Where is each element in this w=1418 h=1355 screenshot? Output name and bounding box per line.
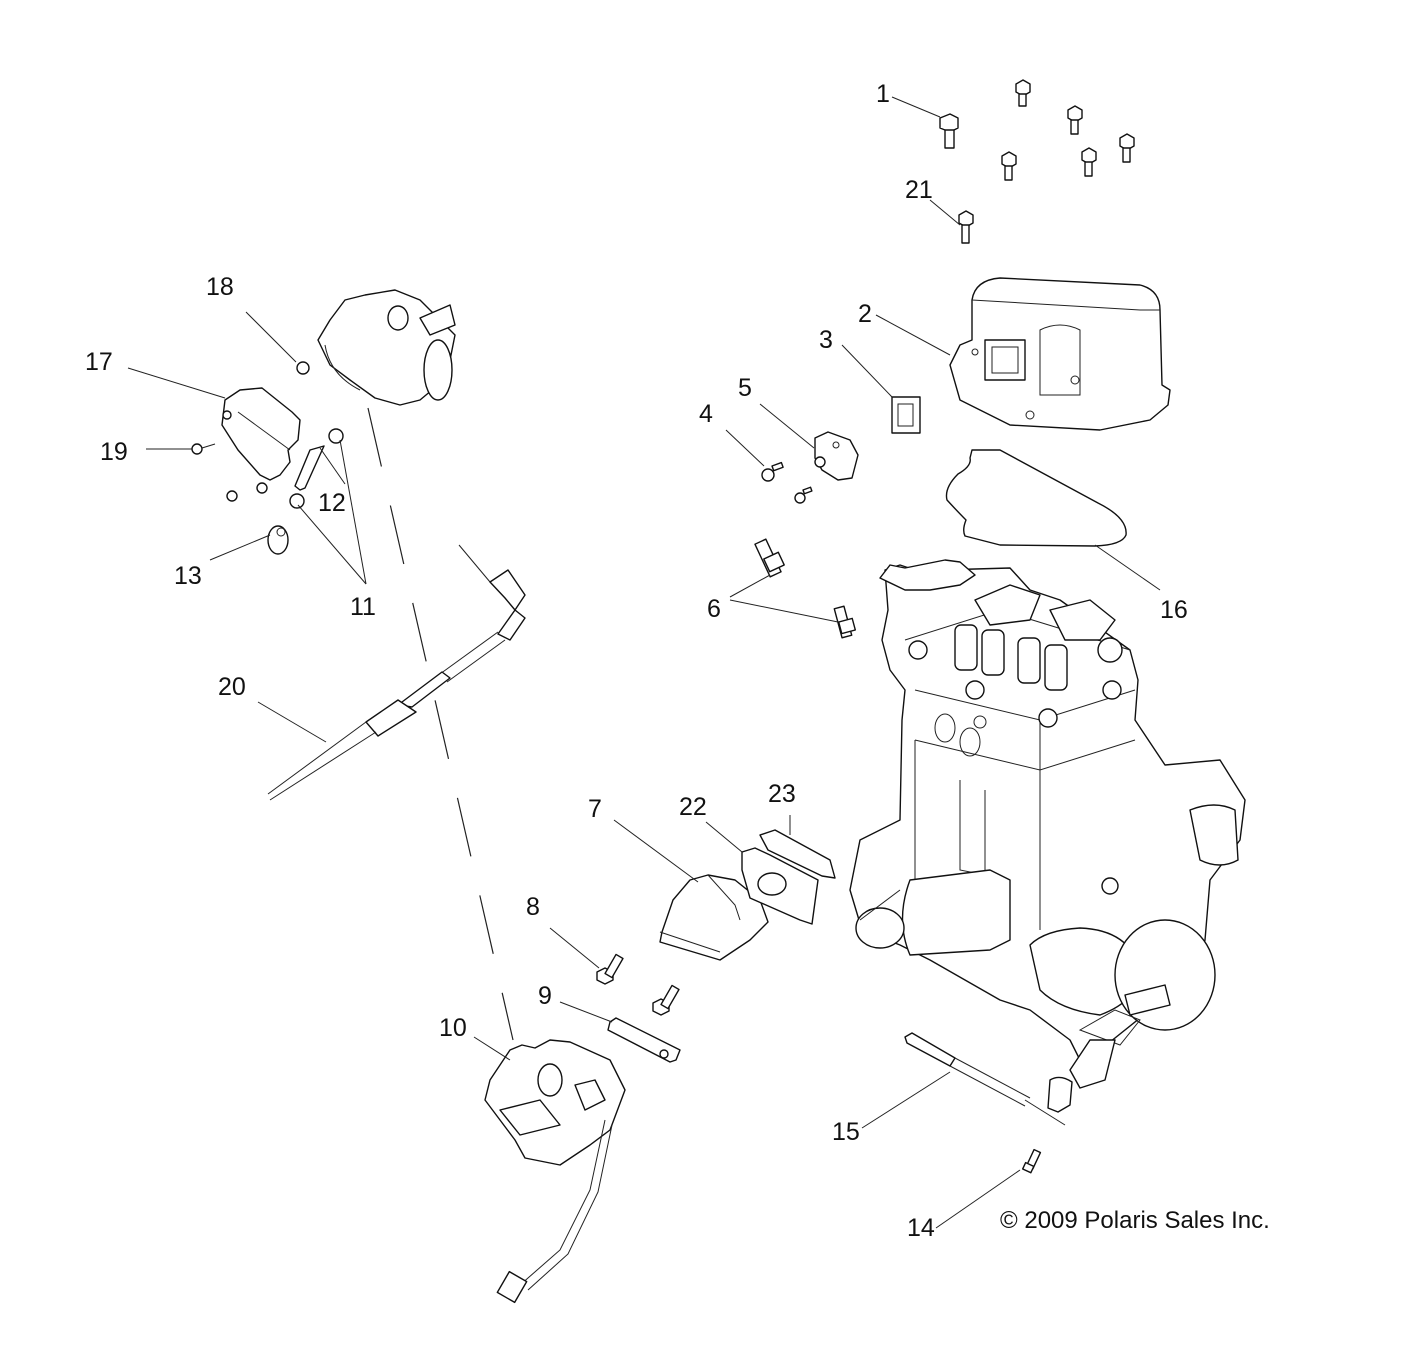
callout-11: 11 <box>350 593 376 621</box>
bolt <box>652 984 680 1016</box>
cap <box>289 428 344 509</box>
callout-8: 8 <box>526 893 540 921</box>
bolt <box>1001 151 1017 181</box>
intake-boot <box>659 874 769 961</box>
callout-23: 23 <box>768 780 796 808</box>
spark-plug <box>833 605 857 639</box>
screw-19 <box>191 443 216 455</box>
callout-1: 1 <box>876 80 890 108</box>
callout-21: 21 <box>905 176 933 204</box>
callout-22: 22 <box>679 793 707 821</box>
throttle-body <box>484 1039 626 1304</box>
bolt <box>1081 147 1097 177</box>
callout-17: 17 <box>85 348 113 376</box>
callout-15: 15 <box>832 1118 860 1146</box>
engine-block <box>849 559 1246 1089</box>
screw-14 <box>1021 1148 1042 1174</box>
filter-screen <box>891 396 921 434</box>
bolt-1 <box>939 113 959 149</box>
callout-2: 2 <box>858 300 872 328</box>
valve-cover <box>949 277 1171 431</box>
bolt-8 <box>596 953 624 985</box>
gasket-23 <box>759 829 836 879</box>
callout-9: 9 <box>538 982 552 1010</box>
valve-cover-bolts <box>939 79 1135 244</box>
screw <box>794 486 813 504</box>
bolt <box>1119 133 1135 163</box>
callout-12: 12 <box>318 489 346 517</box>
valve <box>267 525 289 555</box>
screw-4 <box>761 461 784 482</box>
spark-plug <box>754 538 785 578</box>
callout-13: 13 <box>174 562 202 590</box>
alignment-line <box>367 407 514 1041</box>
bolt <box>1067 105 1083 135</box>
throttle-lever-cover <box>221 387 301 481</box>
copyright-notice: © 2009 Polaris Sales Inc. <box>1000 1207 1270 1234</box>
bolt-21 <box>958 210 974 244</box>
callout-6: 6 <box>707 595 721 623</box>
callout-labels: 1 2 3 4 5 6 7 8 9 10 11 12 13 14 15 16 1… <box>85 80 1188 1242</box>
injector <box>607 1017 681 1063</box>
callout-3: 3 <box>819 326 833 354</box>
sensor <box>814 431 859 481</box>
callout-19: 19 <box>100 438 128 466</box>
callout-7: 7 <box>588 795 602 823</box>
callout-20: 20 <box>218 673 246 701</box>
bolt <box>1015 79 1031 107</box>
sensor-with-lead <box>904 1032 1073 1126</box>
callout-10: 10 <box>439 1014 467 1042</box>
callout-5: 5 <box>738 374 752 402</box>
spacer-plate <box>741 847 819 925</box>
callout-14: 14 <box>907 1214 935 1242</box>
throttle-housing-upper <box>317 289 456 406</box>
plug <box>296 361 310 375</box>
callout-18: 18 <box>206 273 234 301</box>
gasket <box>945 449 1127 547</box>
leader-lines <box>127 96 1161 1229</box>
callout-16: 16 <box>1160 596 1188 624</box>
callout-4: 4 <box>699 400 713 428</box>
screw <box>226 482 268 502</box>
throttle-cable <box>267 544 526 801</box>
hose <box>294 445 325 491</box>
